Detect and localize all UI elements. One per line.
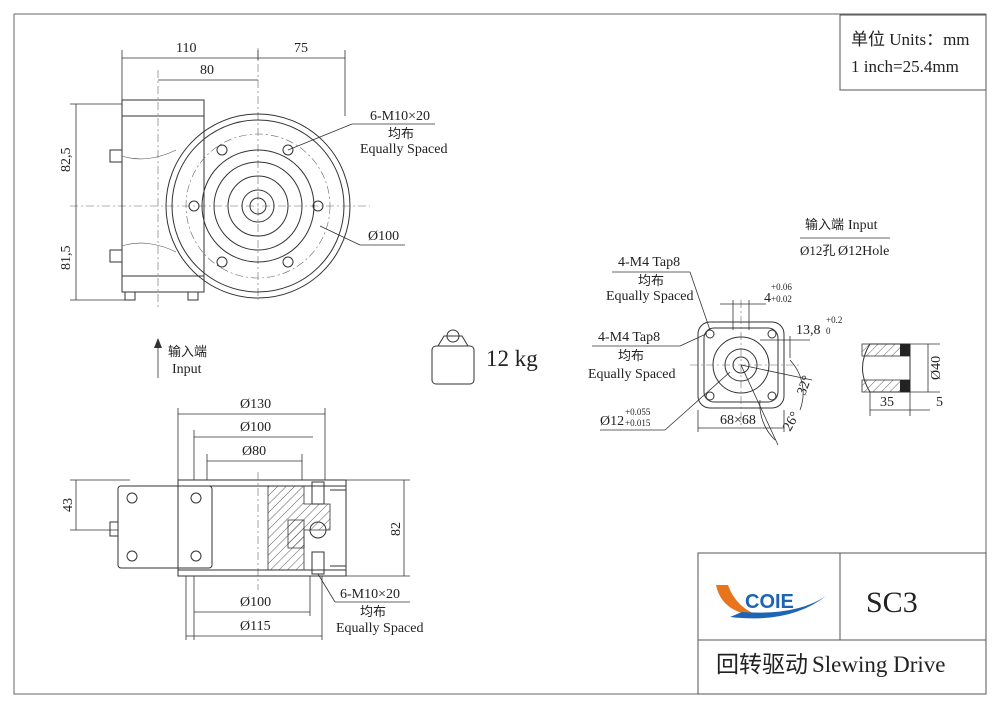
units-line-2: 1 inch=25.4mm — [851, 57, 959, 76]
dim-13-8: 13,8 — [796, 323, 821, 338]
weight-icon — [431, 329, 475, 385]
dia-100-bottom: Ø100 — [240, 595, 271, 610]
tap-mid-label: 4-M4 Tap8 — [598, 330, 660, 345]
dim-82: 82 — [389, 522, 404, 536]
dia-80: Ø80 — [242, 444, 266, 459]
tol-13-8-lower: 0 — [826, 326, 831, 336]
holes-cn: 均布 — [388, 126, 414, 141]
dim-110: 110 — [176, 41, 196, 56]
tol-4: 4 — [764, 291, 771, 306]
title-block: COIE SC3 回转驱动 Slewing Drive — [697, 552, 987, 695]
tap-mid-en: Equally Spaced — [588, 367, 675, 382]
dim-43: 43 — [61, 498, 76, 512]
units-line-1: 单位 Units：mm — [851, 30, 970, 49]
angle-32: 32° — [795, 374, 816, 398]
section-holes-en: Equally Spaced — [336, 621, 423, 636]
logo-text: COIE — [745, 591, 794, 613]
dia-115: Ø115 — [240, 619, 271, 634]
input-en: Input — [172, 362, 202, 377]
dia-100-label: Ø100 — [368, 229, 399, 244]
input-hole-cn: Ø12孔 — [800, 243, 835, 258]
tap-top-label: 4-M4 Tap8 — [618, 255, 680, 270]
dim-81-5: 81,5 — [59, 246, 74, 271]
product-name-cn: 回转驱动 — [716, 652, 808, 677]
holes-en: Equally Spaced — [360, 142, 447, 157]
logo-swoosh-blue — [730, 596, 826, 619]
model-name: SC3 — [866, 586, 918, 619]
dim-80: 80 — [200, 63, 214, 78]
input-title-en: Input — [848, 218, 878, 233]
input-cn: 输入端 — [168, 344, 207, 359]
holes-label: 6-M10×20 — [370, 109, 430, 124]
tol-13-8-upper: +0.2 — [826, 315, 842, 325]
units-box: 单位 Units：mm 1 inch=25.4mm — [839, 14, 987, 91]
bore-tol-upper: +0.055 — [625, 407, 651, 417]
dim-82-5: 82,5 — [59, 148, 74, 173]
input-view: 输入端 Input Ø12孔 Ø12Hole 4-M4 Tap8 均布 Equa… — [588, 217, 944, 446]
dim-35: 35 — [880, 395, 894, 410]
tap-top-cn: 均布 — [638, 273, 664, 288]
logo-swoosh-orange — [716, 585, 760, 616]
dia-40: Ø40 — [929, 356, 944, 380]
coie-logo: COIE — [716, 585, 826, 619]
dim-75: 75 — [294, 41, 308, 56]
dim-5: 5 — [936, 395, 943, 410]
input-title-cn: 输入端 — [805, 217, 844, 232]
front-view: 110 75 80 82,5 81,5 6-M10×20 均布 Equally … — [59, 41, 447, 378]
section-holes-cn: 均布 — [360, 604, 386, 619]
input-hole-en: Ø12Hole — [838, 244, 889, 259]
tol-top: +0.06 — [771, 282, 792, 292]
sheet-border — [13, 13, 987, 695]
tap-top-en: Equally Spaced — [606, 289, 693, 304]
weight-label: 12 kg — [486, 346, 538, 371]
dia-100-top: Ø100 — [240, 420, 271, 435]
product-name-en: Slewing Drive — [812, 652, 946, 677]
tap-mid-cn: 均布 — [618, 348, 644, 363]
dia-130: Ø130 — [240, 397, 271, 412]
section-view: Ø130 Ø100 Ø80 43 82 — [61, 397, 423, 640]
square-dim: 68×68 — [720, 413, 756, 428]
bore-dia: Ø12 — [600, 414, 624, 429]
bore-tol-lower: +0.015 — [625, 418, 651, 428]
tol-bottom: +0.02 — [771, 294, 792, 304]
section-holes-label: 6-M10×20 — [340, 587, 400, 602]
